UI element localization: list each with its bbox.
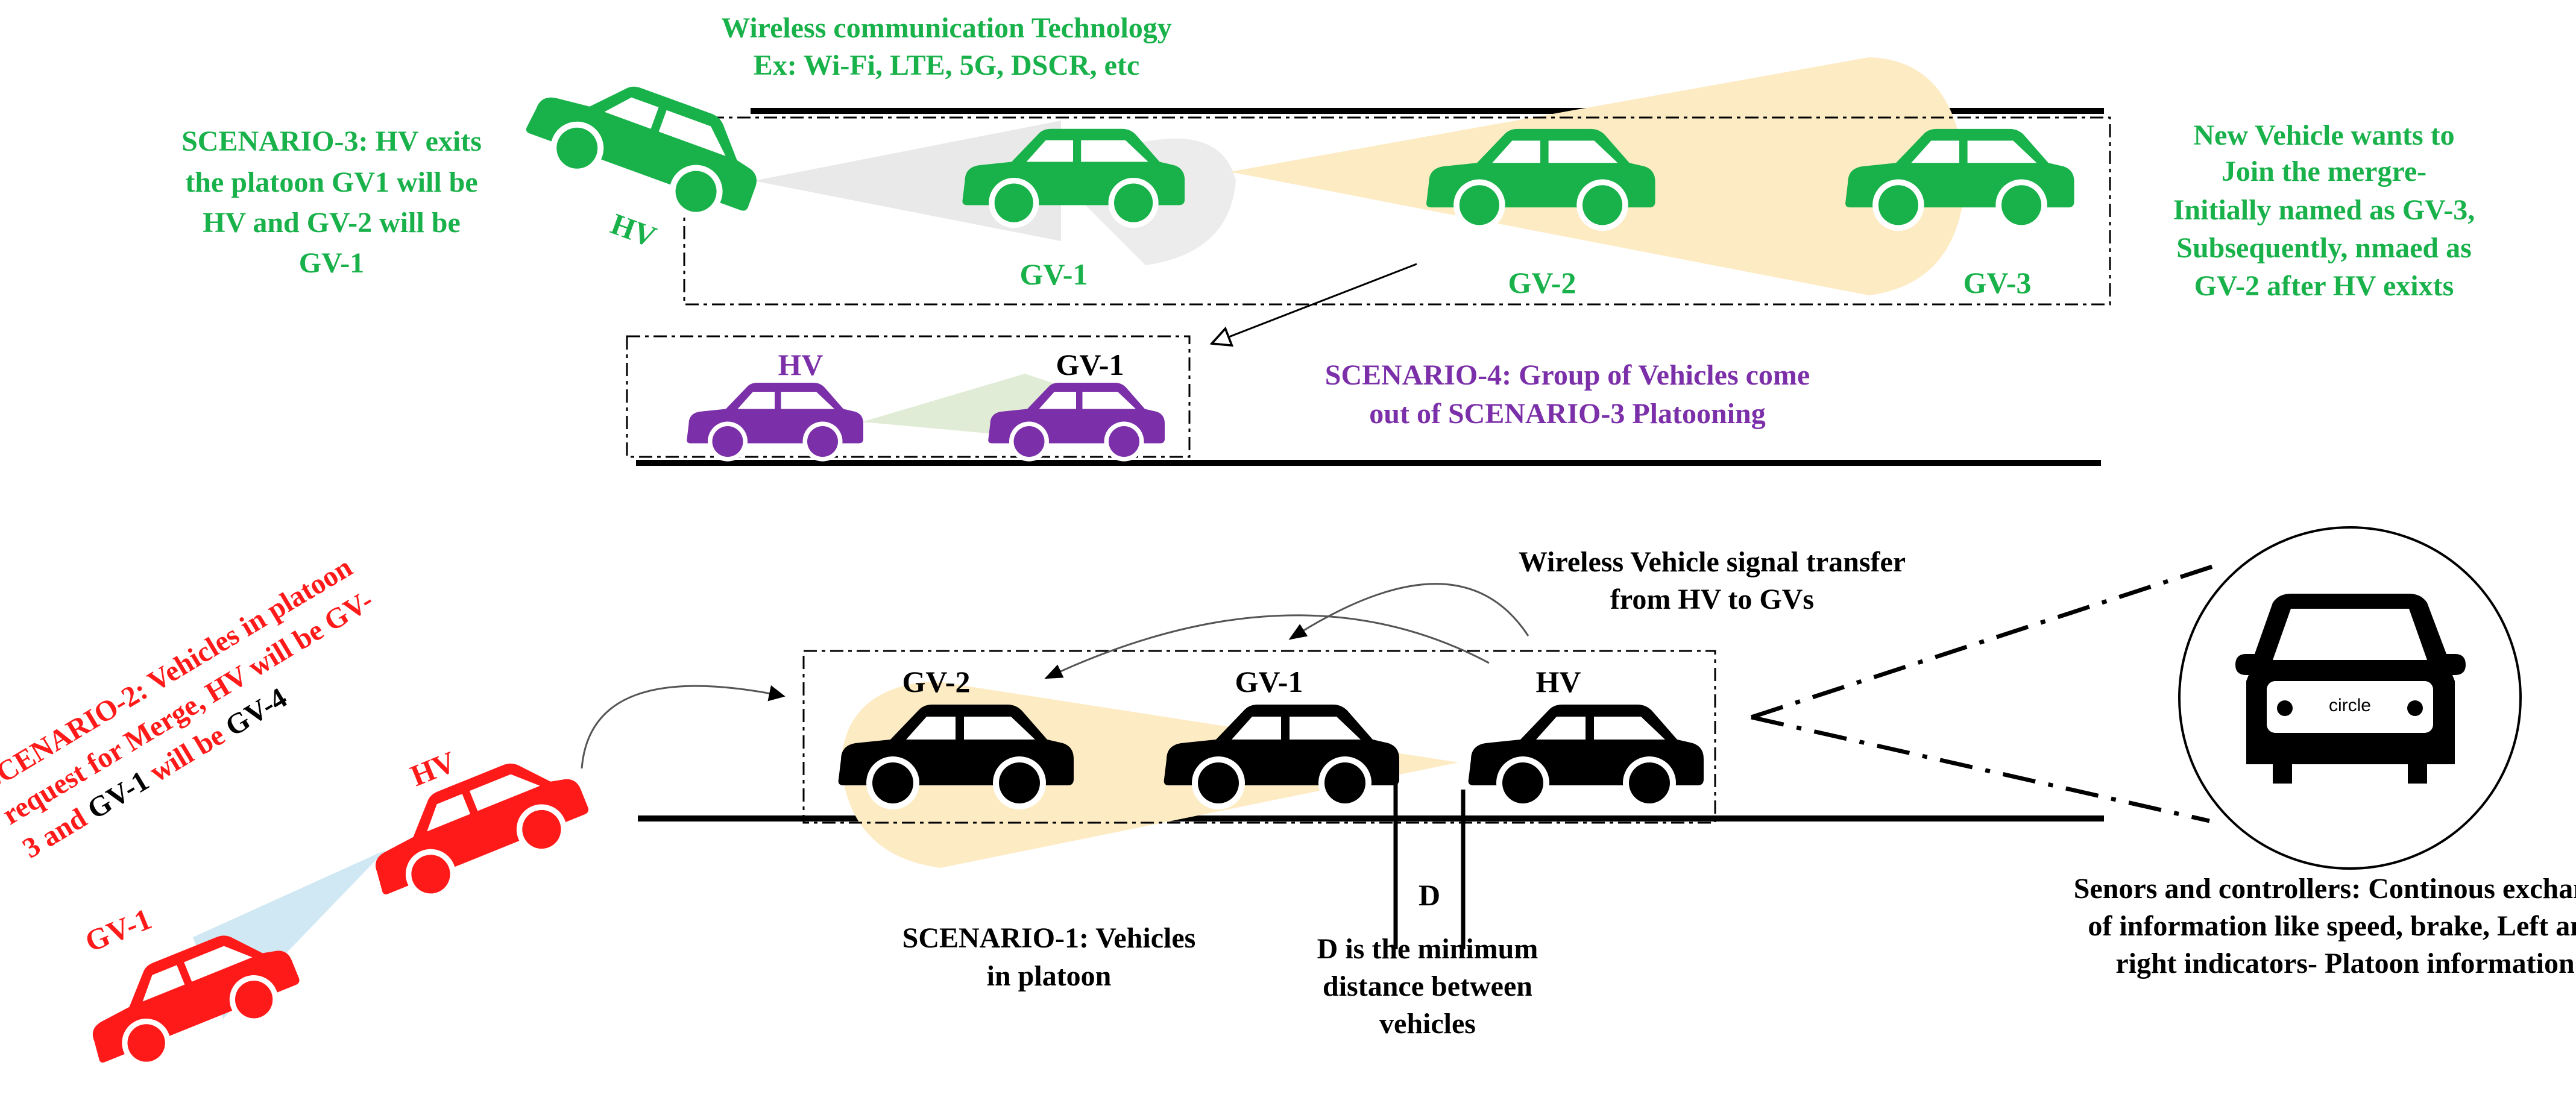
label-gv3-top: GV-3: [1963, 266, 2032, 300]
d-desc-line2: distance between: [1323, 970, 1532, 1002]
label-gv1-top: GV-1: [1020, 257, 1088, 291]
zoom-line-lower: [1751, 715, 2210, 823]
scenario3-line3: HV and GV-2 will be: [203, 207, 461, 239]
car-hv-bottom: [1468, 705, 1704, 809]
car-hv-top: [517, 55, 774, 235]
sensors-text: Senors and controllers: Continous exchan…: [2074, 873, 2576, 979]
label-gv1-scenario4: GV-1: [1056, 348, 1124, 382]
signal-line2: from HV to GVs: [1610, 583, 1814, 615]
beam-hv-to-gv1: [754, 121, 1061, 241]
platoon-box-bottom: [802, 650, 1716, 824]
zoom-line-upper: [1750, 564, 2214, 720]
signal-line1: Wireless Vehicle signal transfer: [1519, 546, 1906, 578]
sensors-line3: right indicators- Platoon information: [2115, 947, 2574, 979]
scenario3-line2: the platoon GV1 will be: [185, 166, 477, 198]
sensors-line1: Senors and controllers: Continous exchan…: [2074, 873, 2576, 905]
scenario4-line2: out of SCENARIO-3 Platooning: [1369, 398, 1765, 430]
new-vehicle-line1: New Vehicle wants to: [2193, 119, 2454, 151]
signal-arc-hv-to-gv1: [1288, 583, 1529, 640]
d-desc-line3: vehicles: [1379, 1008, 1476, 1040]
wireless-tech-line1: Wireless communication Technology: [721, 12, 1172, 44]
wireless-tech-line2: Ex: Wi-Fi, LTE, 5G, DSCR, etc: [754, 49, 1140, 81]
scenario2-text: SCENARIO-2: Vehicles in platoon request …: [0, 551, 379, 864]
new-vehicle-line5: GV-2 after HV exixts: [2194, 270, 2454, 302]
label-gv1-scenario2: GV-1: [80, 902, 156, 958]
scenario3-line4: GV-1: [299, 247, 364, 279]
scenario2-line2: request for Merge, HV will be GV-: [0, 584, 379, 831]
label-hv-scenario4: HV: [778, 348, 824, 382]
new-vehicle-line4: Subsequently, nmaed as: [2176, 232, 2472, 264]
arrow-to-scenario4: [1212, 263, 1417, 344]
car-hv-scenario2: [355, 741, 599, 917]
d-description-text: D is the minimum distance between vehicl…: [1317, 933, 1538, 1040]
merge-arc-arrow: [581, 685, 786, 769]
scenario1-text: SCENARIO-1: Vehicles in platoon: [902, 922, 1196, 992]
car-hv-scenario4: [687, 383, 863, 462]
scenario1-line2: in platoon: [987, 960, 1112, 992]
new-vehicle-line3: Initially named as GV-3,: [2173, 194, 2475, 226]
new-vehicle-line2: Join the mergre-: [2222, 156, 2426, 187]
label-gv2-bottom: GV-2: [902, 665, 971, 699]
scenario1-line1: SCENARIO-1: Vehicles: [902, 922, 1196, 954]
label-gv2-top: GV-2: [1508, 266, 1576, 300]
scenario4-text: SCENARIO-4: Group of Vehicles come out o…: [1325, 359, 1810, 430]
front-car-icon: [2235, 594, 2466, 784]
scenario4-box: [626, 335, 1191, 458]
scenario3-text: SCENARIO-3: HV exits the platoon GV1 wil…: [181, 125, 482, 279]
scenario3-line1: SCENARIO-3: HV exits: [181, 125, 482, 157]
scenario4-line1: SCENARIO-4: Group of Vehicles come: [1325, 359, 1810, 391]
label-hv-top: HV: [606, 207, 661, 254]
sensors-line2: of information like speed, brake, Left a…: [2088, 910, 2576, 942]
d-desc-line1: D is the minimum: [1317, 933, 1538, 965]
label-hv-bottom: HV: [1536, 665, 1581, 699]
circle-label: circle: [2329, 696, 2371, 715]
label-gv1-bottom: GV-1: [1235, 665, 1303, 699]
label-hv-scenario2: HV: [406, 744, 461, 793]
new-vehicle-text: New Vehicle wants to Join the mergre- In…: [2173, 119, 2475, 302]
signal-transfer-text: Wireless Vehicle signal transfer from HV…: [1519, 546, 1906, 615]
signal-arc-hv-to-gv2: [1044, 614, 1490, 679]
label-d: D: [1419, 878, 1440, 912]
